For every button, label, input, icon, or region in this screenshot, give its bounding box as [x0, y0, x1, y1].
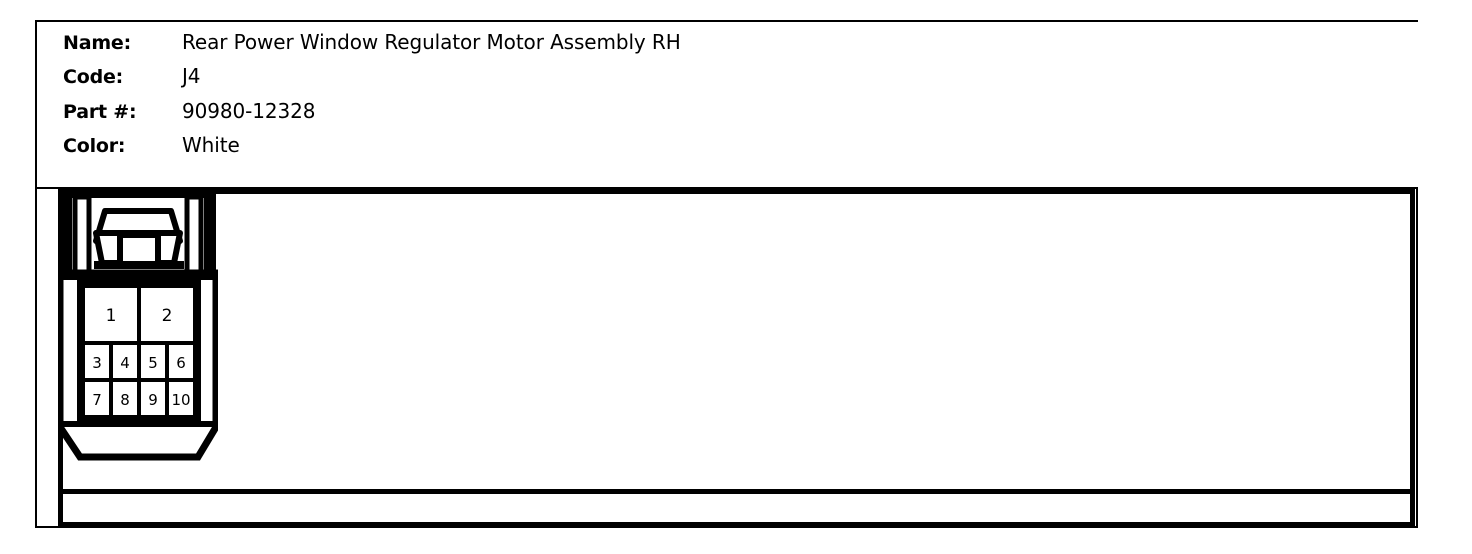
- pin-label-7: 7: [92, 391, 102, 409]
- connector-top-rail: [60, 191, 216, 198]
- pin-label-1: 1: [106, 306, 117, 326]
- info-value-color: White: [182, 133, 240, 157]
- info-label-color: Color:: [63, 135, 126, 157]
- pin-label-9: 9: [148, 391, 158, 409]
- pin-label-3: 3: [92, 354, 102, 372]
- connector-latch-base: [94, 261, 184, 269]
- info-value-part-number: 90980-12328: [182, 99, 316, 123]
- diagram-box-bottom-divider: [58, 489, 1415, 494]
- info-row-name: Name: Rear Power Window Regulator Motor A…: [63, 28, 681, 56]
- pin-label-8: 8: [120, 391, 130, 409]
- info-row-part-number: Part #: 90980-12328: [63, 97, 315, 125]
- info-label-code: Code:: [63, 66, 124, 88]
- info-label-part-number: Part #:: [63, 101, 137, 123]
- connector-illustration: 1 2 3 4 5 6 7 8 9 10: [58, 189, 218, 487]
- info-block-divider: [37, 187, 1418, 189]
- connector-left-post-slot: [72, 194, 92, 278]
- info-value-code: J4: [182, 64, 201, 88]
- info-value-name: Rear Power Window Regulator Motor Assemb…: [182, 30, 681, 54]
- pin-cell-6: [165, 341, 197, 382]
- connector-latch-tab: [117, 232, 161, 268]
- connector-shoulder-line: [60, 273, 216, 280]
- pin-cell-10: [165, 378, 197, 419]
- connector-right-post-slot: [184, 194, 204, 278]
- connector-right-post: [204, 191, 216, 279]
- connector-info-block: Name: Rear Power Window Regulator Motor A…: [37, 22, 1418, 188]
- pin-label-4: 4: [120, 354, 130, 372]
- connector-pinout-svg: 1 2 3 4 5 6 7 8 9 10: [58, 191, 218, 461]
- pin-cell-1: [81, 284, 141, 345]
- pin-label-5: 5: [148, 354, 158, 372]
- info-label-name: Name:: [63, 32, 132, 54]
- connector-pin-grid: 1 2 3 4 5 6 7 8 9 10: [77, 280, 201, 422]
- connector-foot-divider: [60, 421, 216, 427]
- pin-label-10: 10: [171, 391, 190, 409]
- pin-label-2: 2: [162, 306, 173, 326]
- connector-diagram-box: [58, 189, 1415, 527]
- connector-left-post: [60, 191, 72, 279]
- info-row-code: Code: J4: [63, 62, 201, 90]
- info-row-color: Color: White: [63, 131, 240, 159]
- pin-label-6: 6: [176, 354, 186, 372]
